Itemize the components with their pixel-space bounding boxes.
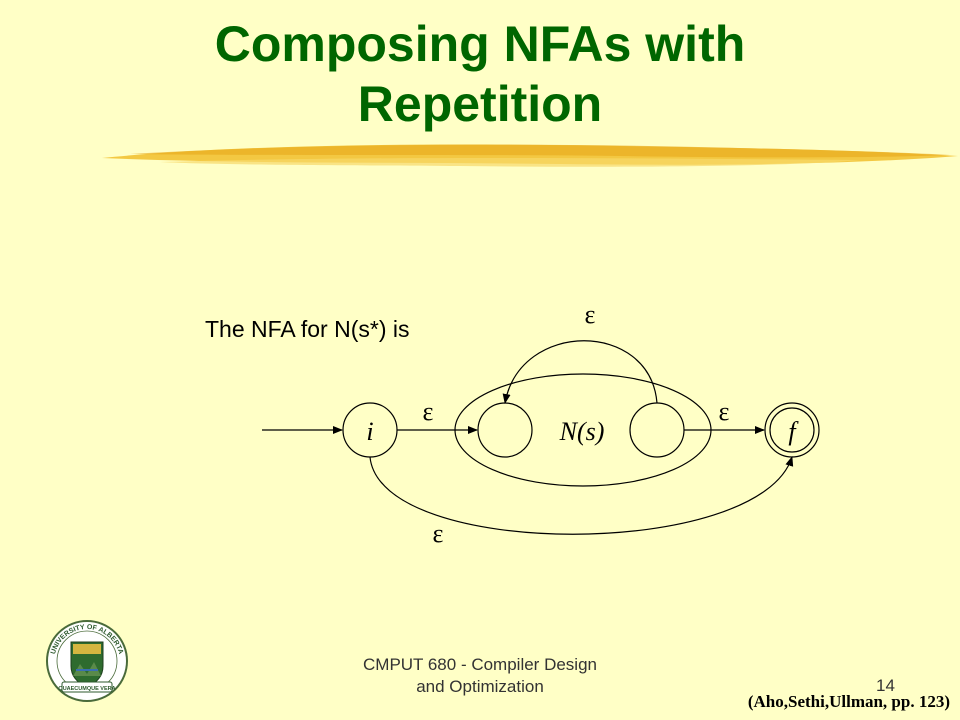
eps-out-label: ε: [719, 397, 730, 426]
title-underline-swoosh: [102, 144, 958, 167]
sub-start-state: [477, 402, 533, 458]
sub-final-state: [629, 402, 685, 458]
eps-loop-arrow: [502, 340, 658, 404]
eps-in-label: ε: [423, 397, 434, 426]
start-state-label: i: [366, 417, 373, 446]
eps-loop-label: ε: [585, 300, 596, 329]
course-footer: CMPUT 680 - Compiler Design and Optimiza…: [330, 654, 630, 698]
footer-line-2: and Optimization: [416, 677, 544, 696]
title-line-2: Repetition: [357, 76, 603, 132]
subautomaton-label: N(s): [559, 417, 605, 446]
eps-bypass-arrow: [369, 456, 794, 535]
footer-line-1: CMPUT 680 - Compiler Design: [363, 655, 597, 674]
citation: (Aho,Sethi,Ullman, pp. 123): [747, 692, 950, 711]
eps-bypass-label: ε: [433, 519, 444, 548]
title-line-1: Composing NFAs with: [214, 16, 746, 72]
final-state-label: f: [788, 417, 799, 446]
university-crest-logo: UNIVERSITY OF ALBERTA QUAECUMQUE VERA: [46, 620, 128, 702]
svg-text:QUAECUMQUE VERA: QUAECUMQUE VERA: [58, 686, 115, 692]
slide-number: 14: [876, 676, 895, 695]
slide-title: Composing NFAs with Repetition: [0, 14, 960, 134]
nfa-intro-text: The NFA for N(s*) is: [205, 316, 410, 342]
final-state-inner: [769, 407, 815, 453]
